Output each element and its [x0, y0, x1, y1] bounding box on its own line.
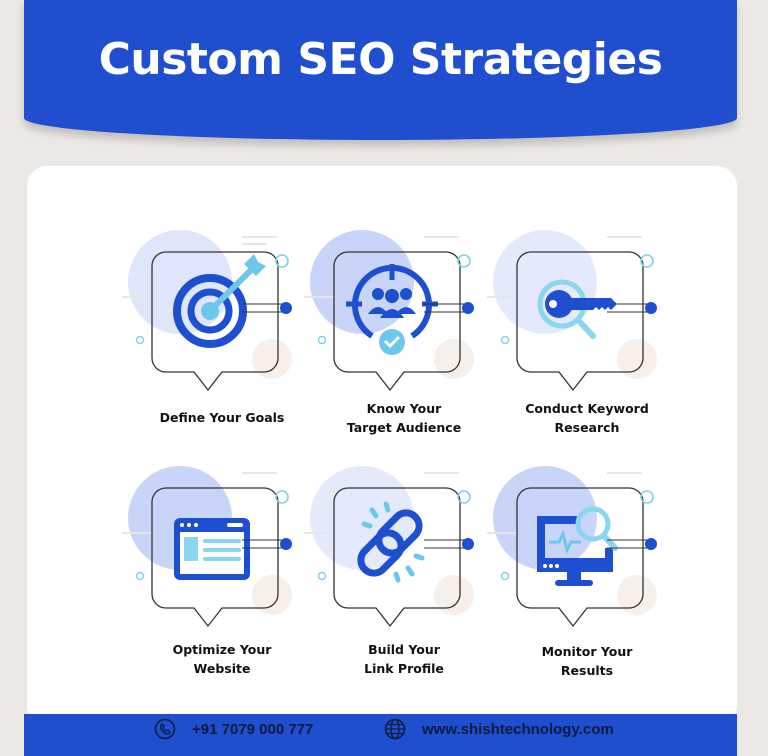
step-label: Define Your Goals	[159, 410, 285, 425]
step-keyword-research: Conduct Keyword Research	[487, 224, 687, 444]
step-optimize-website: Optimize Your Website	[122, 460, 322, 680]
step-label: Conduct Keyword Research	[525, 401, 649, 435]
footer-website[interactable]: www.shishtechnology.com	[384, 718, 614, 740]
chain-link-icon	[304, 466, 474, 628]
step-label: Monitor Your Results	[541, 644, 633, 678]
step-label: Know Your Target Audience	[346, 401, 462, 435]
browser-window-icon	[122, 466, 292, 628]
audience-crosshair-icon	[304, 230, 474, 392]
footer-phone[interactable]: +91 7079 000 777	[154, 718, 313, 740]
phone-number: +91 7079 000 777	[192, 720, 314, 738]
key-search-icon	[487, 230, 657, 392]
header-banner: Custom SEO Strategies	[24, 0, 737, 140]
step-know-audience: Know Your Target Audience	[304, 224, 504, 444]
footer-bar: +91 7079 000 777 www.shishtechnology.com	[24, 714, 737, 756]
step-define-goals: Define Your Goals	[122, 224, 322, 444]
website-url: www.shishtechnology.com	[422, 720, 614, 738]
step-monitor-results: Monitor Your Results	[487, 460, 687, 680]
step-label: Build Your Link Profile	[364, 642, 444, 676]
strategies-card: Define Your Goals	[27, 166, 737, 726]
step-link-profile: Build Your Link Profile	[304, 460, 504, 680]
monitor-search-icon	[487, 466, 657, 628]
target-arrow-icon	[122, 230, 292, 392]
globe-icon	[384, 718, 406, 740]
phone-icon	[154, 718, 176, 740]
page-title: Custom SEO Strategies	[98, 34, 663, 85]
step-label: Optimize Your Website	[172, 642, 272, 676]
